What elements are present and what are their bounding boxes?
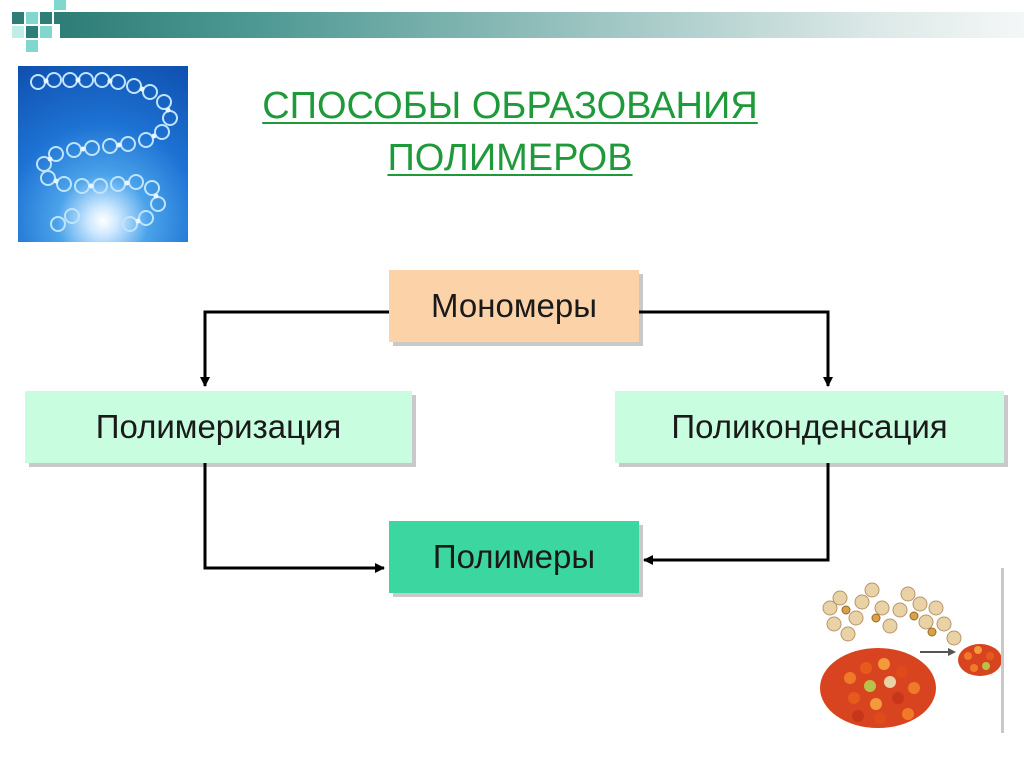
arrow-polymerization-to-polymers: [203, 463, 385, 573]
node-polymerization: Полимеризация: [25, 391, 416, 467]
arrow-monomers-to-polycondensation: [639, 310, 833, 387]
arrow-monomers-to-polymerization: [200, 310, 389, 387]
node-monomers: Мономеры: [389, 270, 643, 346]
title-bar-gradient: [60, 12, 1024, 38]
polymer-chain-image: [18, 66, 188, 242]
node-polycondensation-label: Поликонденсация: [671, 408, 948, 445]
protein-molecule-image: [820, 582, 1002, 728]
node-polycondensation: Поликонденсация: [615, 391, 1008, 467]
node-polymers-label: Полимеры: [432, 538, 596, 575]
node-polymerization-label: Полимеризация: [95, 408, 342, 445]
slide-title: СПОСОБЫ ОБРАЗОВАНИЯ ПОЛИМЕРОВ: [262, 85, 758, 179]
node-polymers: Полимеры: [389, 521, 643, 597]
image-frame-edge: [1001, 568, 1004, 733]
arrow-polycondensation-to-polymers: [643, 463, 830, 565]
node-monomers-label: Мономеры: [431, 287, 597, 324]
